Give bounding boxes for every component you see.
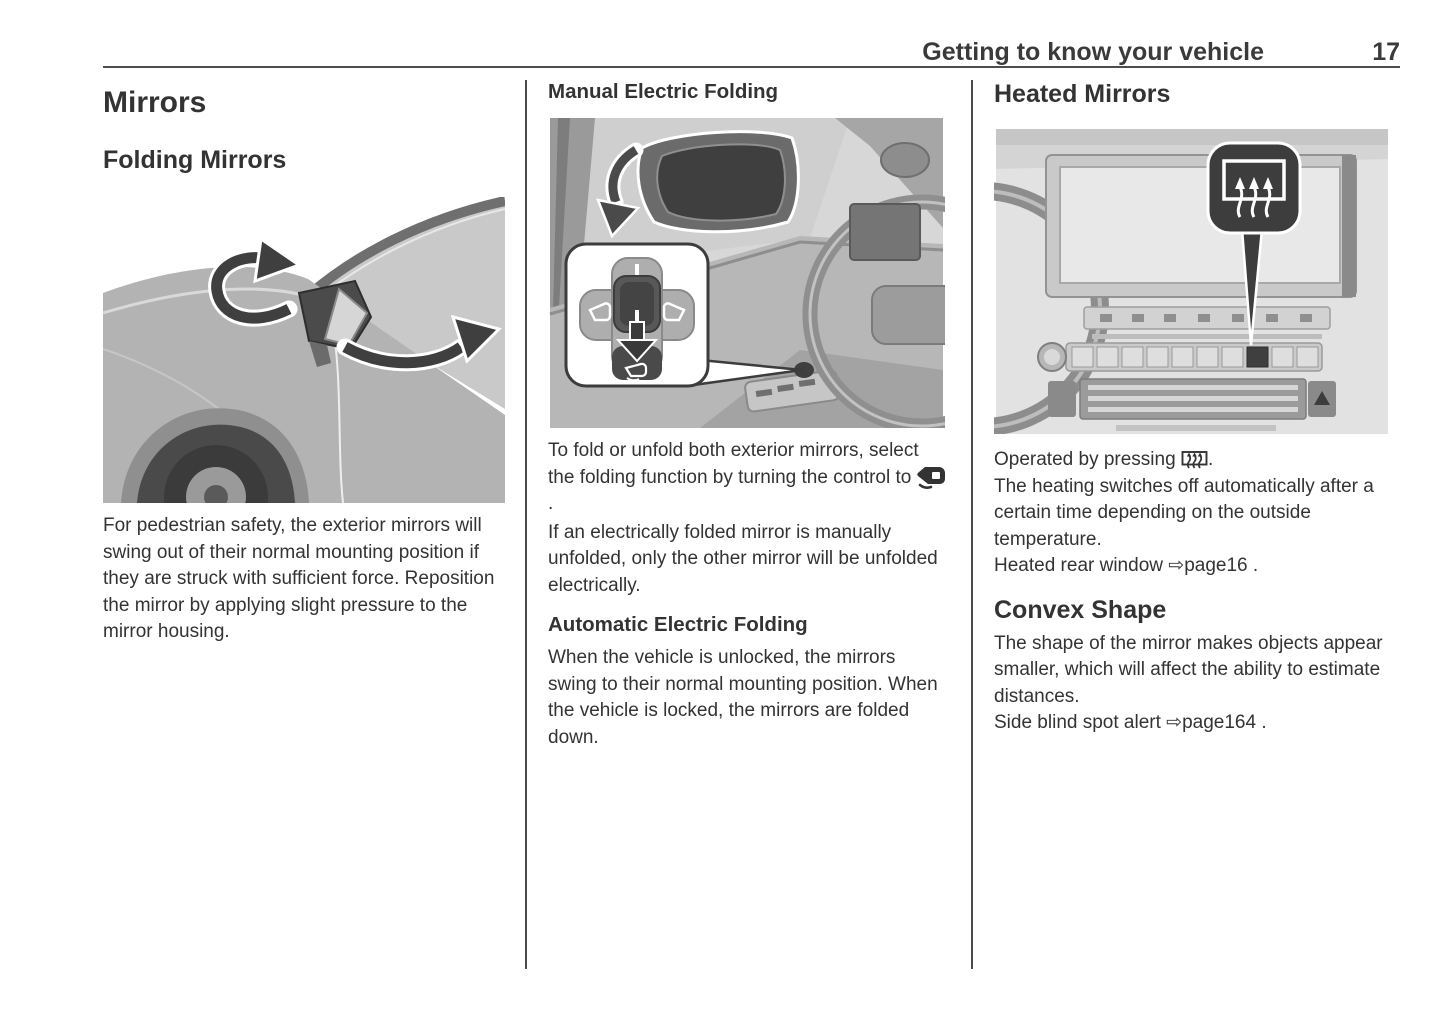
fold-position-cap [612, 346, 662, 380]
figure-heated-mirror-button [855, 129, 1392, 436]
automatic-folding-paragraph: When the vehicle is unlocked, the mirror… [548, 647, 938, 748]
page-header: Getting to know your vehicle 17 [103, 38, 1400, 68]
interior-mirror-control-illustration [549, 118, 1042, 434]
heading-convex-shape: Convex Shape [994, 595, 1167, 624]
column-divider-left [525, 80, 527, 969]
heated-rear-window-icon [1181, 450, 1208, 469]
speaker-grille [880, 142, 930, 178]
column-manual-electric-folding: Manual Electric Folding [548, 80, 1042, 751]
page-number: 17 [1372, 38, 1400, 66]
heading-heated-mirrors: Heated Mirrors [994, 80, 1171, 108]
header-rule [103, 66, 1400, 68]
unfold-arrow-icon [336, 314, 502, 372]
instrument-cluster [849, 203, 921, 261]
touchscreen [1045, 154, 1357, 298]
section-title-mirrors: Mirrors [103, 86, 207, 119]
folding-mirrors-paragraph: For pedestrian safety, the exterior mirr… [103, 515, 495, 642]
column-mirrors: Mirrors Folding Mirrors [102, 80, 507, 646]
climate-button-row [1037, 342, 1323, 372]
left-mirror-icon [588, 302, 612, 322]
shortcut-button-strip [1083, 306, 1331, 339]
mirror-switch-knob [794, 362, 814, 378]
heated-mirror-callout [1206, 141, 1302, 346]
subsection-title-folding-mirrors: Folding Mirrors [103, 146, 287, 174]
cross-reference-page: page164 . [1182, 712, 1267, 733]
cross-reference-link[interactable]: ⇨page164 . [1166, 712, 1266, 733]
heading-manual-electric-folding: Manual Electric Folding [548, 80, 779, 103]
heated-mirrors-note: The heating switches off automatically a… [994, 475, 1374, 577]
mirror-fold-icon [624, 362, 648, 382]
fold-arrow-icon [596, 142, 644, 239]
heated-mirror-button [1246, 346, 1269, 368]
cross-reference-arrow-icon: ⇨ [1168, 555, 1185, 576]
mirror-fold-icon [916, 466, 947, 489]
heated-rear-window-reference: Heated rear window ⇨page16 . [994, 555, 1259, 576]
air-vents [1048, 378, 1336, 420]
convex-shape-paragraph: The shape of the mirror makes objects ap… [994, 632, 1383, 734]
right-mirror-icon [662, 302, 686, 322]
hazard-button-icon [1314, 391, 1330, 405]
exterior-mirror-illustration [102, 196, 507, 549]
cross-reference-link[interactable]: ⇨page16 . [1168, 555, 1258, 576]
blind-spot-reference: Side blind spot alert ⇨page164 . [994, 712, 1267, 733]
fold-select-arrow-icon [615, 321, 659, 363]
manual-folding-paragraph: To fold or unfold both exterior mirrors,… [548, 438, 948, 518]
running-header-title: Getting to know your vehicle [922, 38, 1264, 66]
heated-mirrors-operation: Operated by pressing . [994, 449, 1214, 470]
column-heated-mirrors: Heated Mirrors [855, 80, 1392, 737]
figure-exterior-mirror-folding [102, 196, 507, 549]
exterior-mirror [636, 130, 800, 234]
fold-arrow-icon [208, 236, 303, 327]
mirror-adjust-control [579, 257, 695, 382]
cross-reference-page: page16 . [1184, 555, 1259, 576]
cross-reference-arrow-icon: ⇨ [1166, 712, 1183, 733]
manual-folding-note: If an electrically folded mirror is manu… [548, 521, 938, 596]
dashboard-illustration [855, 129, 1388, 436]
heated-rear-window-icon [1222, 159, 1286, 218]
figure-mirror-control [548, 118, 1042, 434]
heading-automatic-electric-folding: Automatic Electric Folding [548, 613, 808, 636]
a-pillar [305, 196, 507, 299]
column-divider-right [971, 80, 973, 969]
mirror-control-callout [564, 242, 803, 388]
